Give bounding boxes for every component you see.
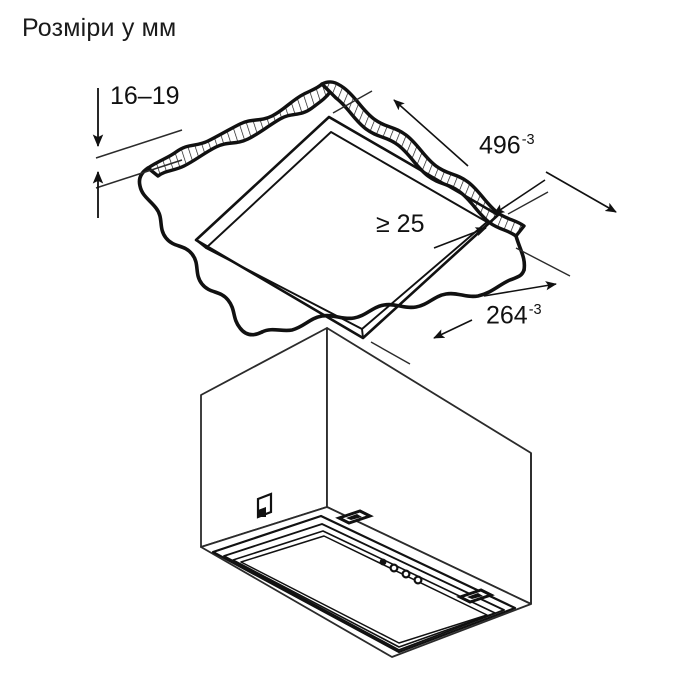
- worktop-cutout-opening: [194, 115, 500, 340]
- filter-grip-slot-right[interactable]: [456, 588, 495, 604]
- filter-grip-slot-left[interactable]: [335, 509, 374, 525]
- dimension-edge-clearance-leader: [433, 227, 487, 249]
- dimension-cutout-width-496: [332, 90, 617, 215]
- dimension-value-cutout-depth: 264: [486, 301, 528, 330]
- dimension-label-cutout-width: 496-3: [479, 133, 535, 158]
- dimension-cutout-depth-264: [370, 247, 571, 365]
- dimension-label-edge-clearance: ≥ 25: [376, 210, 425, 238]
- control-button-2[interactable]: [389, 563, 399, 573]
- figure-worktop-cutout: [92, 80, 617, 365]
- dimension-tolerance-cutout-depth: -3: [528, 302, 542, 318]
- hood-control-buttons[interactable]: [379, 558, 423, 585]
- dimension-width-inner-arrows: [493, 179, 546, 215]
- control-button-1[interactable]: [379, 558, 387, 566]
- dimension-label-cutout-depth: 264-3: [486, 303, 542, 328]
- dimension-label-thickness: 16–19: [110, 82, 180, 110]
- control-button-4[interactable]: [413, 575, 423, 585]
- hood-recessed-panel: [211, 514, 517, 654]
- dimension-thickness-16-19: [92, 88, 183, 218]
- dimension-value-cutout-width: 496: [479, 131, 521, 160]
- page-title: Розміри у мм: [22, 14, 177, 42]
- dimension-tolerance-cutout-width: -3: [521, 132, 535, 148]
- hood-inner-face: [240, 535, 488, 644]
- mounting-bracket-clip: [256, 492, 273, 519]
- figure-cabinet-assembly: [200, 327, 532, 658]
- worktop-section-hatch-right: [320, 80, 526, 238]
- control-button-3[interactable]: [401, 569, 411, 579]
